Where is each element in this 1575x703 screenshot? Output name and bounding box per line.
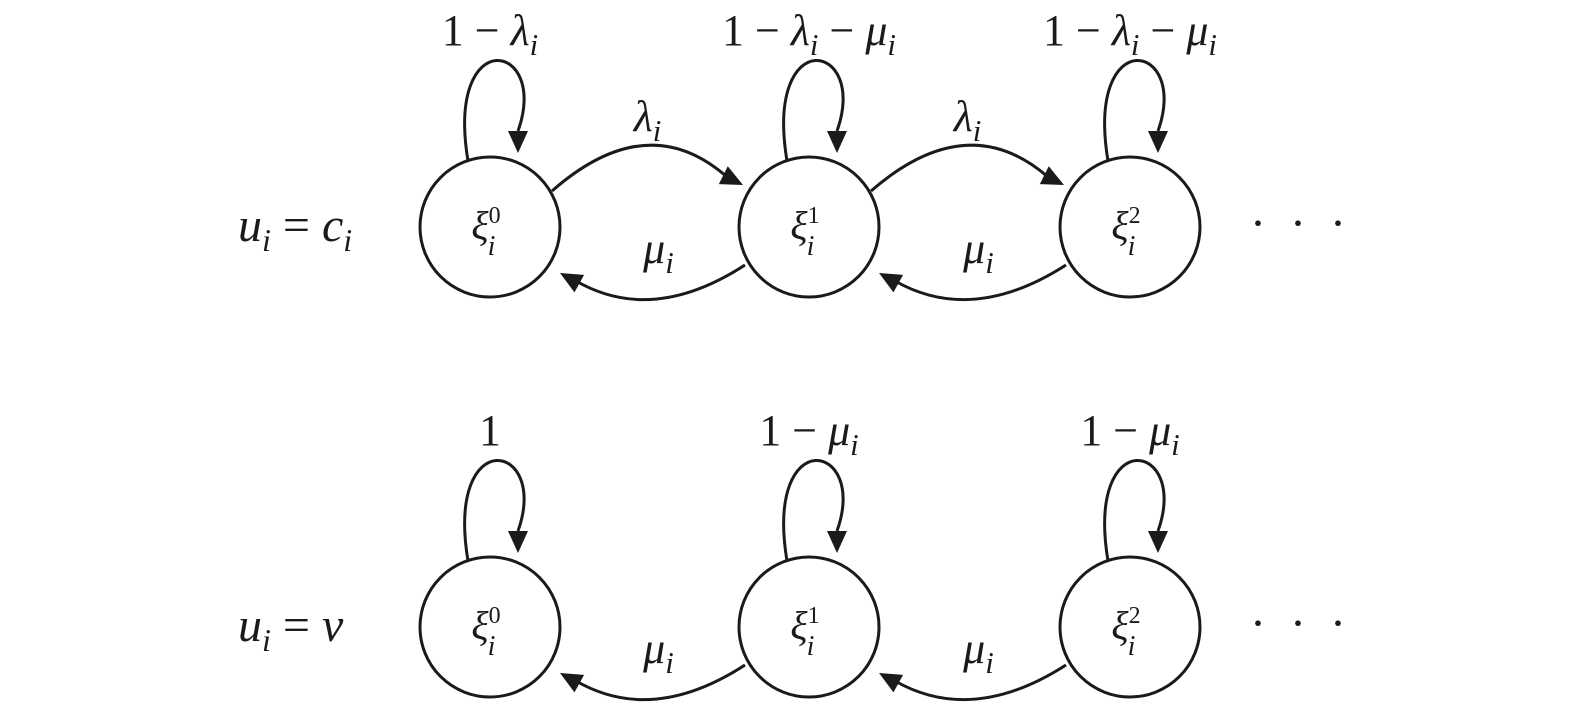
backward-label-r1-1: μi (962, 624, 994, 680)
state-node-r1-1 (737, 555, 881, 699)
state-node-r1-0 (418, 555, 562, 699)
self-loop-label-r0-0: 1 − λi (442, 6, 538, 62)
self-loop-label-r0-1: 1 − λi − μi (722, 6, 896, 62)
forward-arrowhead-r0-1 (1039, 166, 1064, 185)
self-loop-label-r0-2: 1 − λi − μi (1043, 6, 1217, 62)
forward-arc-r0-0 (551, 143, 728, 193)
backward-arc-r1-1 (894, 663, 1067, 702)
self-loop-label-r1-2: 1 − μi (1080, 406, 1179, 462)
self-loop-arrowhead-r1-2 (1148, 531, 1168, 553)
backward-arrowhead-r0-0 (560, 273, 585, 293)
backward-label-r0-0: μi (642, 224, 674, 280)
self-loop-arrowhead-r1-1 (827, 531, 847, 553)
self-loop-arrowhead-r0-2 (1148, 131, 1168, 153)
forward-label-r0-0: λi (632, 92, 662, 148)
self-loop-label-r1-0: 1 (479, 406, 501, 455)
backward-arc-r0-0 (575, 263, 746, 302)
backward-arc-r1-0 (575, 663, 746, 702)
backward-arrowhead-r1-1 (879, 673, 904, 693)
backward-arrowhead-r0-1 (879, 273, 904, 293)
self-loop-label-r1-1: 1 − μi (759, 406, 858, 462)
forward-arrowhead-r0-0 (718, 166, 743, 185)
forward-arc-r0-1 (870, 143, 1049, 193)
backward-label-r0-1: μi (962, 224, 994, 280)
ellipsis-r1: · · · (1250, 597, 1352, 650)
self-loop-r1-2 (1103, 459, 1166, 562)
row-condition-r1: ui = v (238, 599, 344, 658)
state-node-r0-2 (1058, 155, 1202, 299)
row-condition-r0: ui = ci (238, 199, 352, 258)
state-node-r0-1 (737, 155, 881, 299)
backward-arrowhead-r1-0 (560, 673, 585, 693)
self-loop-r0-2 (1103, 59, 1166, 162)
self-loop-arrowhead-r0-0 (508, 131, 528, 153)
self-loop-r0-1 (782, 59, 845, 162)
state-node-r0-0 (418, 155, 562, 299)
self-loop-r1-0 (463, 459, 526, 562)
backward-arc-r0-1 (894, 263, 1067, 302)
self-loop-arrowhead-r0-1 (827, 131, 847, 153)
forward-label-r0-1: λi (952, 92, 982, 148)
self-loop-arrowhead-r1-0 (508, 531, 528, 553)
ellipsis-r0: · · · (1250, 197, 1352, 250)
self-loop-r1-1 (782, 459, 845, 562)
state-node-r1-2 (1058, 555, 1202, 699)
backward-label-r1-0: μi (642, 624, 674, 680)
self-loop-r0-0 (463, 59, 526, 162)
